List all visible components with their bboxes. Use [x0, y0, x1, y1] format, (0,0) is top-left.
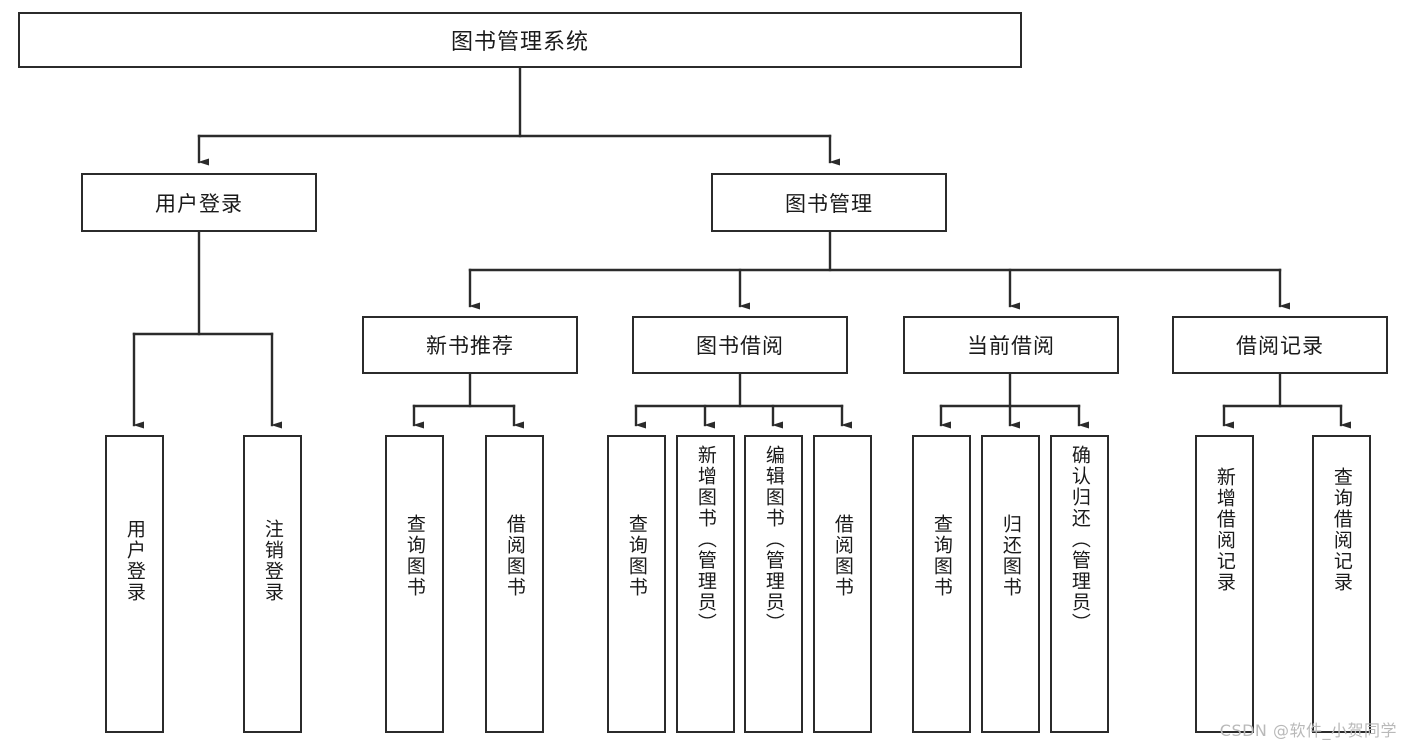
node-book-borrow-label: 图书借阅: [696, 334, 784, 358]
node-leaf-borrow-book-2[interactable]: 借阅图书: [813, 435, 872, 733]
node-leaf-query-book-2[interactable]: 查询图书: [607, 435, 666, 733]
node-new-book-recommend-label: 新书推荐: [426, 334, 514, 358]
node-borrow-record-label: 借阅记录: [1236, 334, 1324, 358]
node-leaf-borrow-book-1-label: 借阅图书: [503, 514, 526, 598]
node-leaf-query-book-3[interactable]: 查询图书: [912, 435, 971, 733]
node-leaf-edit-book[interactable]: 编辑图书（管理员）: [744, 435, 803, 733]
node-user-login-label: 用户登录: [155, 191, 243, 216]
node-leaf-query-book-1[interactable]: 查询图书: [385, 435, 444, 733]
node-leaf-query-book-1-label: 查询图书: [403, 514, 426, 598]
node-leaf-add-record-label: 新增借阅记录: [1213, 467, 1236, 593]
node-leaf-add-book-label: 新增图书（管理员）: [694, 445, 717, 634]
node-leaf-logout-login[interactable]: 注销登录: [243, 435, 302, 733]
node-leaf-confirm-return[interactable]: 确认归还（管理员）: [1050, 435, 1109, 733]
csdn-watermark: CSDN @软件_小贺同学: [1219, 721, 1397, 740]
node-leaf-edit-book-label: 编辑图书（管理员）: [762, 445, 785, 634]
node-leaf-return-book-label: 归还图书: [999, 514, 1022, 598]
node-book-manage[interactable]: 图书管理: [711, 173, 947, 232]
node-leaf-query-book-3-label: 查询图书: [930, 514, 953, 598]
node-new-book-recommend[interactable]: 新书推荐: [362, 316, 578, 374]
node-root-label: 图书管理系统: [450, 30, 589, 55]
node-leaf-user-login-label: 用户登录: [123, 519, 146, 603]
node-current-borrow-label: 当前借阅: [967, 334, 1055, 358]
node-book-manage-label: 图书管理: [785, 191, 873, 216]
node-leaf-return-book[interactable]: 归还图书: [981, 435, 1040, 733]
node-user-login[interactable]: 用户登录: [81, 173, 317, 232]
node-leaf-add-book[interactable]: 新增图书（管理员）: [676, 435, 735, 733]
node-leaf-logout-login-label: 注销登录: [261, 519, 284, 603]
node-leaf-query-record-label: 查询借阅记录: [1330, 467, 1353, 593]
node-leaf-query-book-2-label: 查询图书: [625, 514, 648, 598]
node-current-borrow[interactable]: 当前借阅: [903, 316, 1119, 374]
node-root[interactable]: 图书管理系统: [18, 12, 1022, 68]
node-leaf-add-record[interactable]: 新增借阅记录: [1195, 435, 1254, 733]
node-book-borrow[interactable]: 图书借阅: [632, 316, 848, 374]
node-leaf-confirm-return-label: 确认归还（管理员）: [1068, 445, 1091, 634]
node-leaf-query-record[interactable]: 查询借阅记录: [1312, 435, 1371, 733]
node-leaf-borrow-book-1[interactable]: 借阅图书: [485, 435, 544, 733]
node-leaf-user-login[interactable]: 用户登录: [105, 435, 164, 733]
node-leaf-borrow-book-2-label: 借阅图书: [831, 514, 854, 598]
node-borrow-record[interactable]: 借阅记录: [1172, 316, 1388, 374]
